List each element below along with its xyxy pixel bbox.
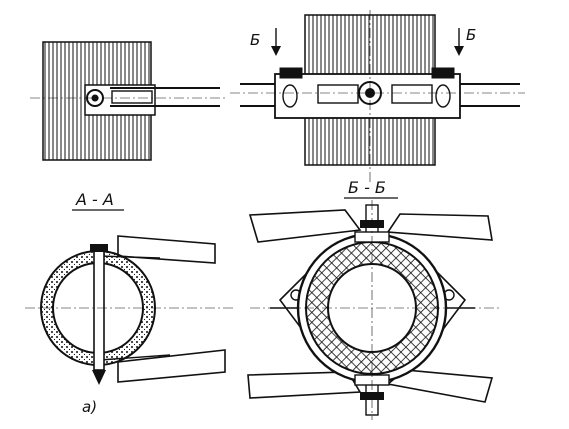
section-bb-view [247, 200, 500, 420]
section-bb-label: Б - Б [348, 178, 386, 197]
front-view-right [230, 10, 525, 185]
cut-mark-right-label: Б [466, 26, 476, 44]
figure-label: а) [82, 398, 97, 416]
section-aa-view [25, 235, 235, 385]
side-view-left [30, 41, 225, 161]
section-aa-label: А - А [75, 190, 114, 209]
cut-mark-left-label: Б [250, 31, 260, 49]
